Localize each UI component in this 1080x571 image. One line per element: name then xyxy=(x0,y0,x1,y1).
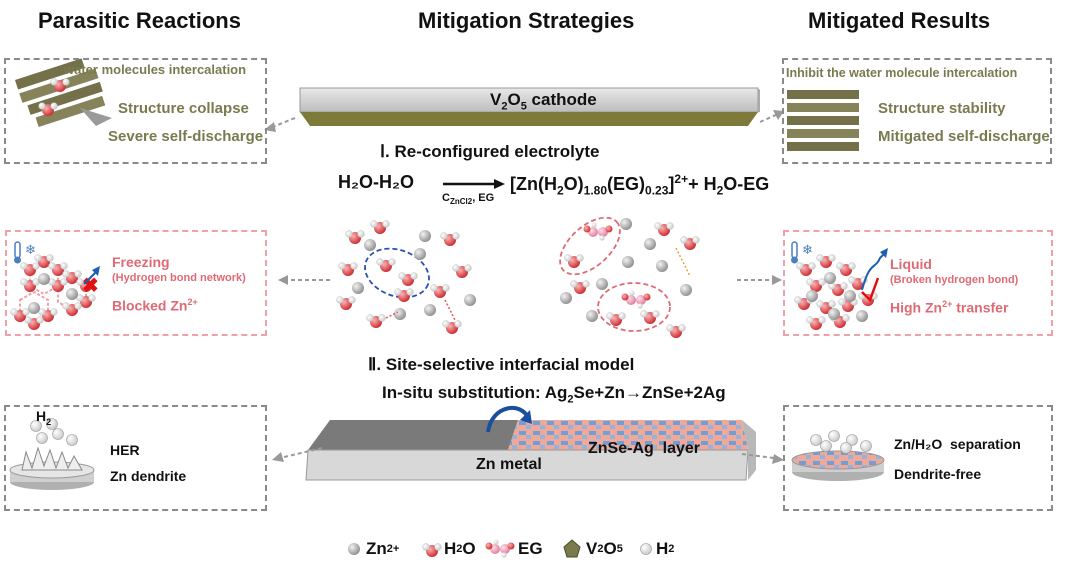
dendrite-electrode xyxy=(9,418,95,490)
frozen-hydrogen-bond-network: ✖ xyxy=(10,254,100,331)
strategy-2-title: Ⅱ. Site-selective interfacial model xyxy=(368,355,635,374)
structure-stability-label: Structure stability xyxy=(878,100,1006,117)
zn-dendrite-label: Zn dendrite xyxy=(110,468,187,484)
zn-metal-label: Zn metal xyxy=(476,456,542,473)
her-label: HER xyxy=(110,442,140,458)
znse-ag-layer-label: ZnSe-Ag layer xyxy=(588,440,701,457)
legend-h2-icon xyxy=(640,543,652,555)
in-situ-substitution-label: In-situ substitution: Ag2Se+Zn→ZnSe+2Ag xyxy=(382,383,726,406)
v2o5-cathode-slab xyxy=(299,87,760,126)
zn-metal-slab xyxy=(305,406,756,481)
liquid-label: Liquid xyxy=(890,256,932,272)
h2-label: H2 xyxy=(36,408,52,427)
water-cluster-before xyxy=(336,220,476,335)
box-parasitic-bottom xyxy=(4,405,267,511)
dendrite-free-label: Dendrite-free xyxy=(894,466,982,482)
legend-h2o-icon xyxy=(422,543,442,558)
legend-eg: EG xyxy=(518,539,543,558)
reaction-right-side: [Zn(H2O)1.80(EG)0.23]2++ H2O-EG xyxy=(510,172,770,198)
broken-hydrogen-bond-label: (Broken hydrogen bond) xyxy=(890,274,1019,286)
arrow-top-right xyxy=(759,113,779,123)
reaction-left-side: H₂O-H₂O xyxy=(338,172,414,192)
cathode-label: V2O5 cathode xyxy=(490,90,597,113)
reaction-conditions: CZnCl2, EG xyxy=(442,192,495,207)
blocked-zn-label: Blocked Zn2+ xyxy=(112,297,198,314)
severe-self-discharge-label: Severe self-discharge xyxy=(108,128,264,145)
legend-eg-icon xyxy=(485,539,515,558)
header-mitigated-results: Mitigated Results xyxy=(808,8,991,33)
mitigated-self-discharge-label: Mitigated self-discharge xyxy=(878,128,1050,145)
freezing-label: Freezing xyxy=(112,254,170,270)
header-parasitic-reactions: Parasitic Reactions xyxy=(38,8,241,33)
water-eg-cluster-after xyxy=(559,216,700,339)
collapsed-crystal-structure xyxy=(15,58,112,127)
arrow-bottom-left xyxy=(279,447,323,459)
zn-h2o-separation-label: Zn/H₂O separation xyxy=(894,436,1021,452)
legend-zn-icon xyxy=(348,543,360,555)
structure-collapse-label: Structure collapse xyxy=(118,100,249,117)
box-mitigated-top xyxy=(782,58,1052,164)
box-mitigated-mid xyxy=(783,230,1053,336)
stable-crystal-structure xyxy=(787,90,859,151)
thermometer-icon-right xyxy=(791,241,798,264)
water-intercalation-label: water molecules intercalation xyxy=(64,62,247,77)
box-mitigated-bottom xyxy=(783,405,1053,511)
header-mitigation-strategies: Mitigation Strategies xyxy=(418,8,635,33)
snowflake-icon: ❄ xyxy=(25,242,36,257)
reaction-arrow xyxy=(443,179,505,189)
dendrite-free-electrode xyxy=(791,430,885,481)
inhibit-intercalation-label: Inhibit the water molecule intercalation xyxy=(786,66,1018,80)
strategy-1-title: Ⅰ. Re-configured electrolyte xyxy=(380,142,600,161)
high-zn-transfer-label: High Zn2+ transfer xyxy=(890,299,1009,316)
box-parasitic-top xyxy=(4,58,267,164)
liquid-electrolyte-molecules xyxy=(794,248,888,331)
legend-v2o5-icon xyxy=(563,539,581,558)
snowflake-icon-right: ❄ xyxy=(802,242,813,257)
box-parasitic-mid xyxy=(5,230,267,336)
thermometer-icon xyxy=(14,241,21,264)
arrow-bottom-right xyxy=(741,453,775,459)
hydrogen-bond-network-label: (Hydrogen bond network) xyxy=(112,272,246,284)
